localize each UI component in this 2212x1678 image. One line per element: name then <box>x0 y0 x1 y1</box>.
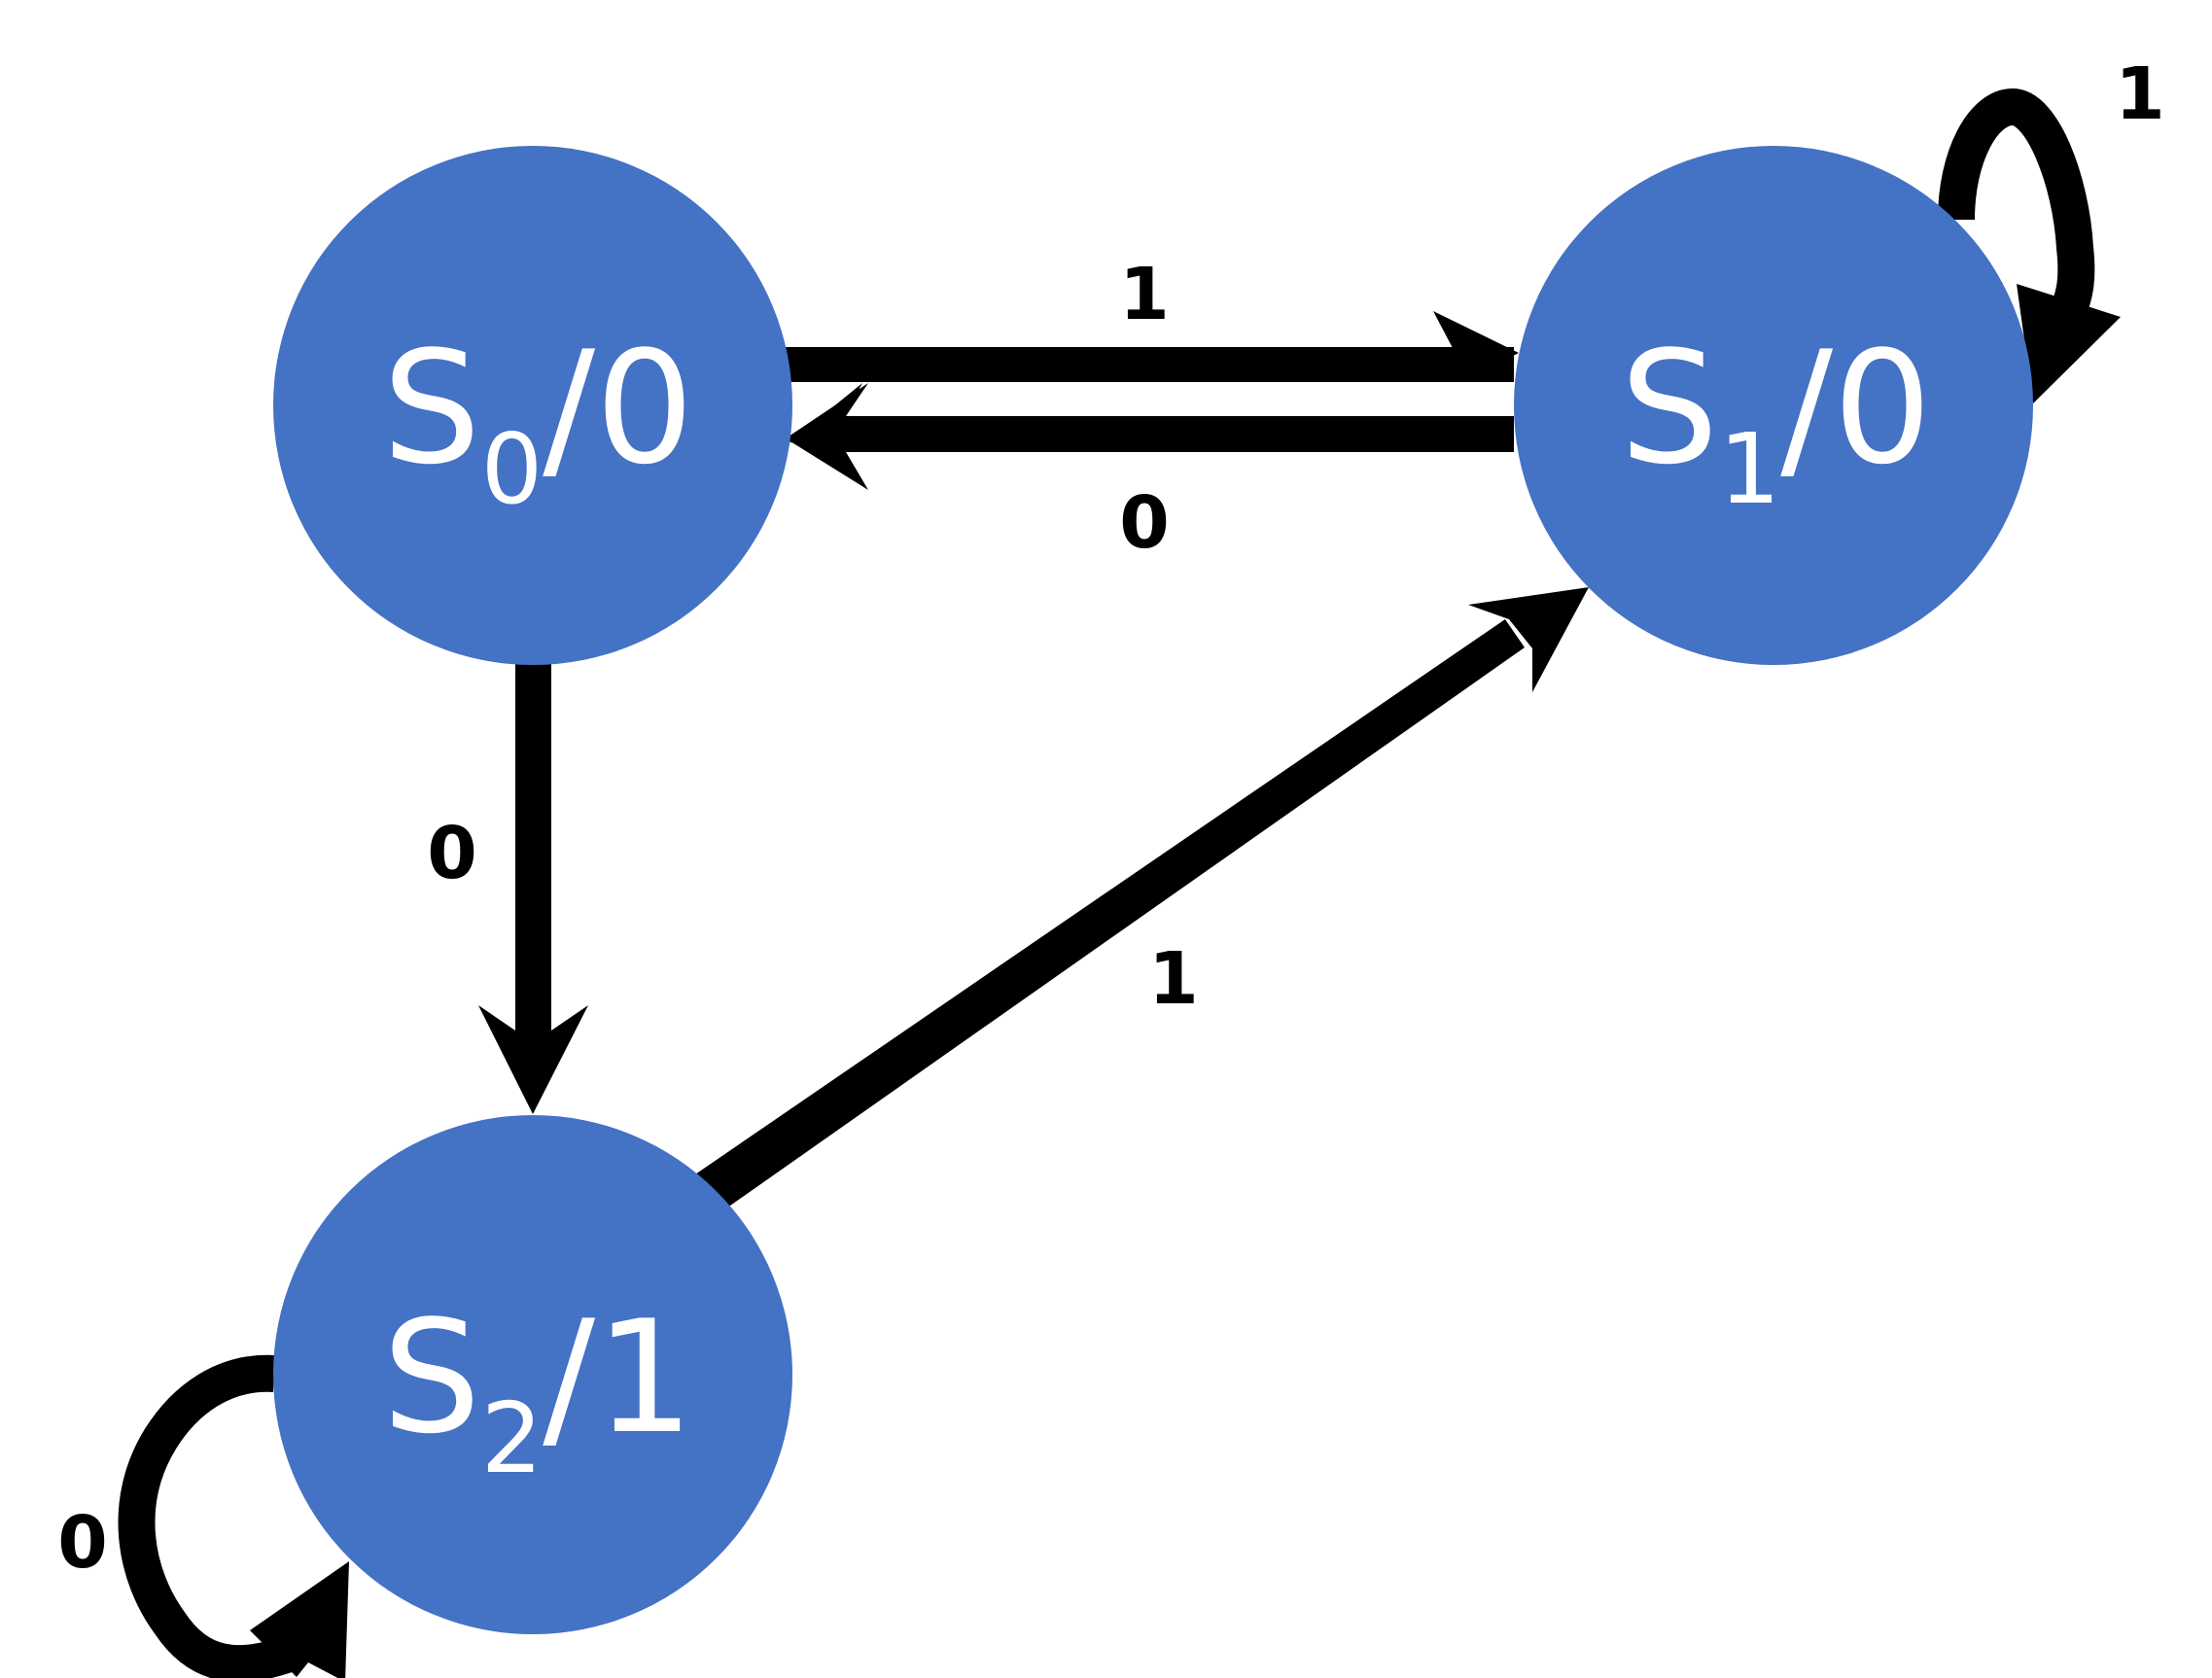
transition-s2-to-s1: 1 <box>695 587 1589 1210</box>
loop-arc-s1 <box>1938 87 2095 309</box>
state-sub-s1: 1 <box>1719 412 1781 526</box>
edge-label-s1-s0: 0 <box>1119 481 1170 565</box>
state-circle-s1 <box>1514 146 2033 665</box>
state-s1: S1/0 <box>1514 146 2033 665</box>
arrowhead-s0-s1 <box>1433 311 1519 382</box>
arrowhead-s2-s1 <box>1468 587 1589 692</box>
loop-arc-s2 <box>118 1354 298 1678</box>
state-s2: S2/1 <box>273 1115 792 1634</box>
state-circle-s0 <box>273 146 792 665</box>
edge-line-s1-s0 <box>836 416 1514 452</box>
edge-label-s2-s1: 1 <box>1148 937 1199 1021</box>
state-sub-s2: 2 <box>481 1381 544 1495</box>
state-label-s0: S0/0 <box>382 317 694 526</box>
edge-label-s2-loop: 0 <box>57 1501 108 1585</box>
edge-line-s0-s2 <box>515 661 551 1032</box>
arrowhead-s0-s2 <box>478 1005 588 1114</box>
state-label-s2: S2/1 <box>382 1286 694 1495</box>
state-sub-s0: 0 <box>481 412 544 526</box>
transition-s1-to-s0: 0 <box>786 383 1514 565</box>
state-name-s1: S <box>1620 317 1719 499</box>
edge-label-s0-s2: 0 <box>427 812 477 895</box>
transition-s0-to-s2: 0 <box>427 661 588 1114</box>
edge-label-s1-loop: 1 <box>2115 52 2165 136</box>
state-output-s1: /0 <box>1780 317 1932 499</box>
edge-line-s0-s1 <box>783 347 1514 382</box>
state-label-s1: S1/0 <box>1620 317 1932 526</box>
edge-label-s0-s1: 1 <box>1119 253 1170 336</box>
state-output-s2: /1 <box>543 1286 694 1468</box>
transition-s1-self-loop: 1 <box>1938 52 2165 403</box>
transition-s0-to-s1: 1 <box>783 253 1519 382</box>
state-circle-s2 <box>273 1115 792 1634</box>
state-name-s2: S <box>382 1286 481 1468</box>
arrowhead-s1-s0-tip <box>786 383 868 490</box>
edge-line-s2-s1 <box>695 619 1525 1210</box>
arrowhead-s1-loop <box>2017 284 2121 403</box>
transition-s2-self-loop: 0 <box>57 1354 349 1678</box>
state-output-s0: /0 <box>543 317 694 499</box>
arrowhead-s2-loop <box>250 1561 349 1678</box>
state-s0: S0/0 <box>273 146 792 665</box>
state-name-s0: S <box>382 317 481 499</box>
